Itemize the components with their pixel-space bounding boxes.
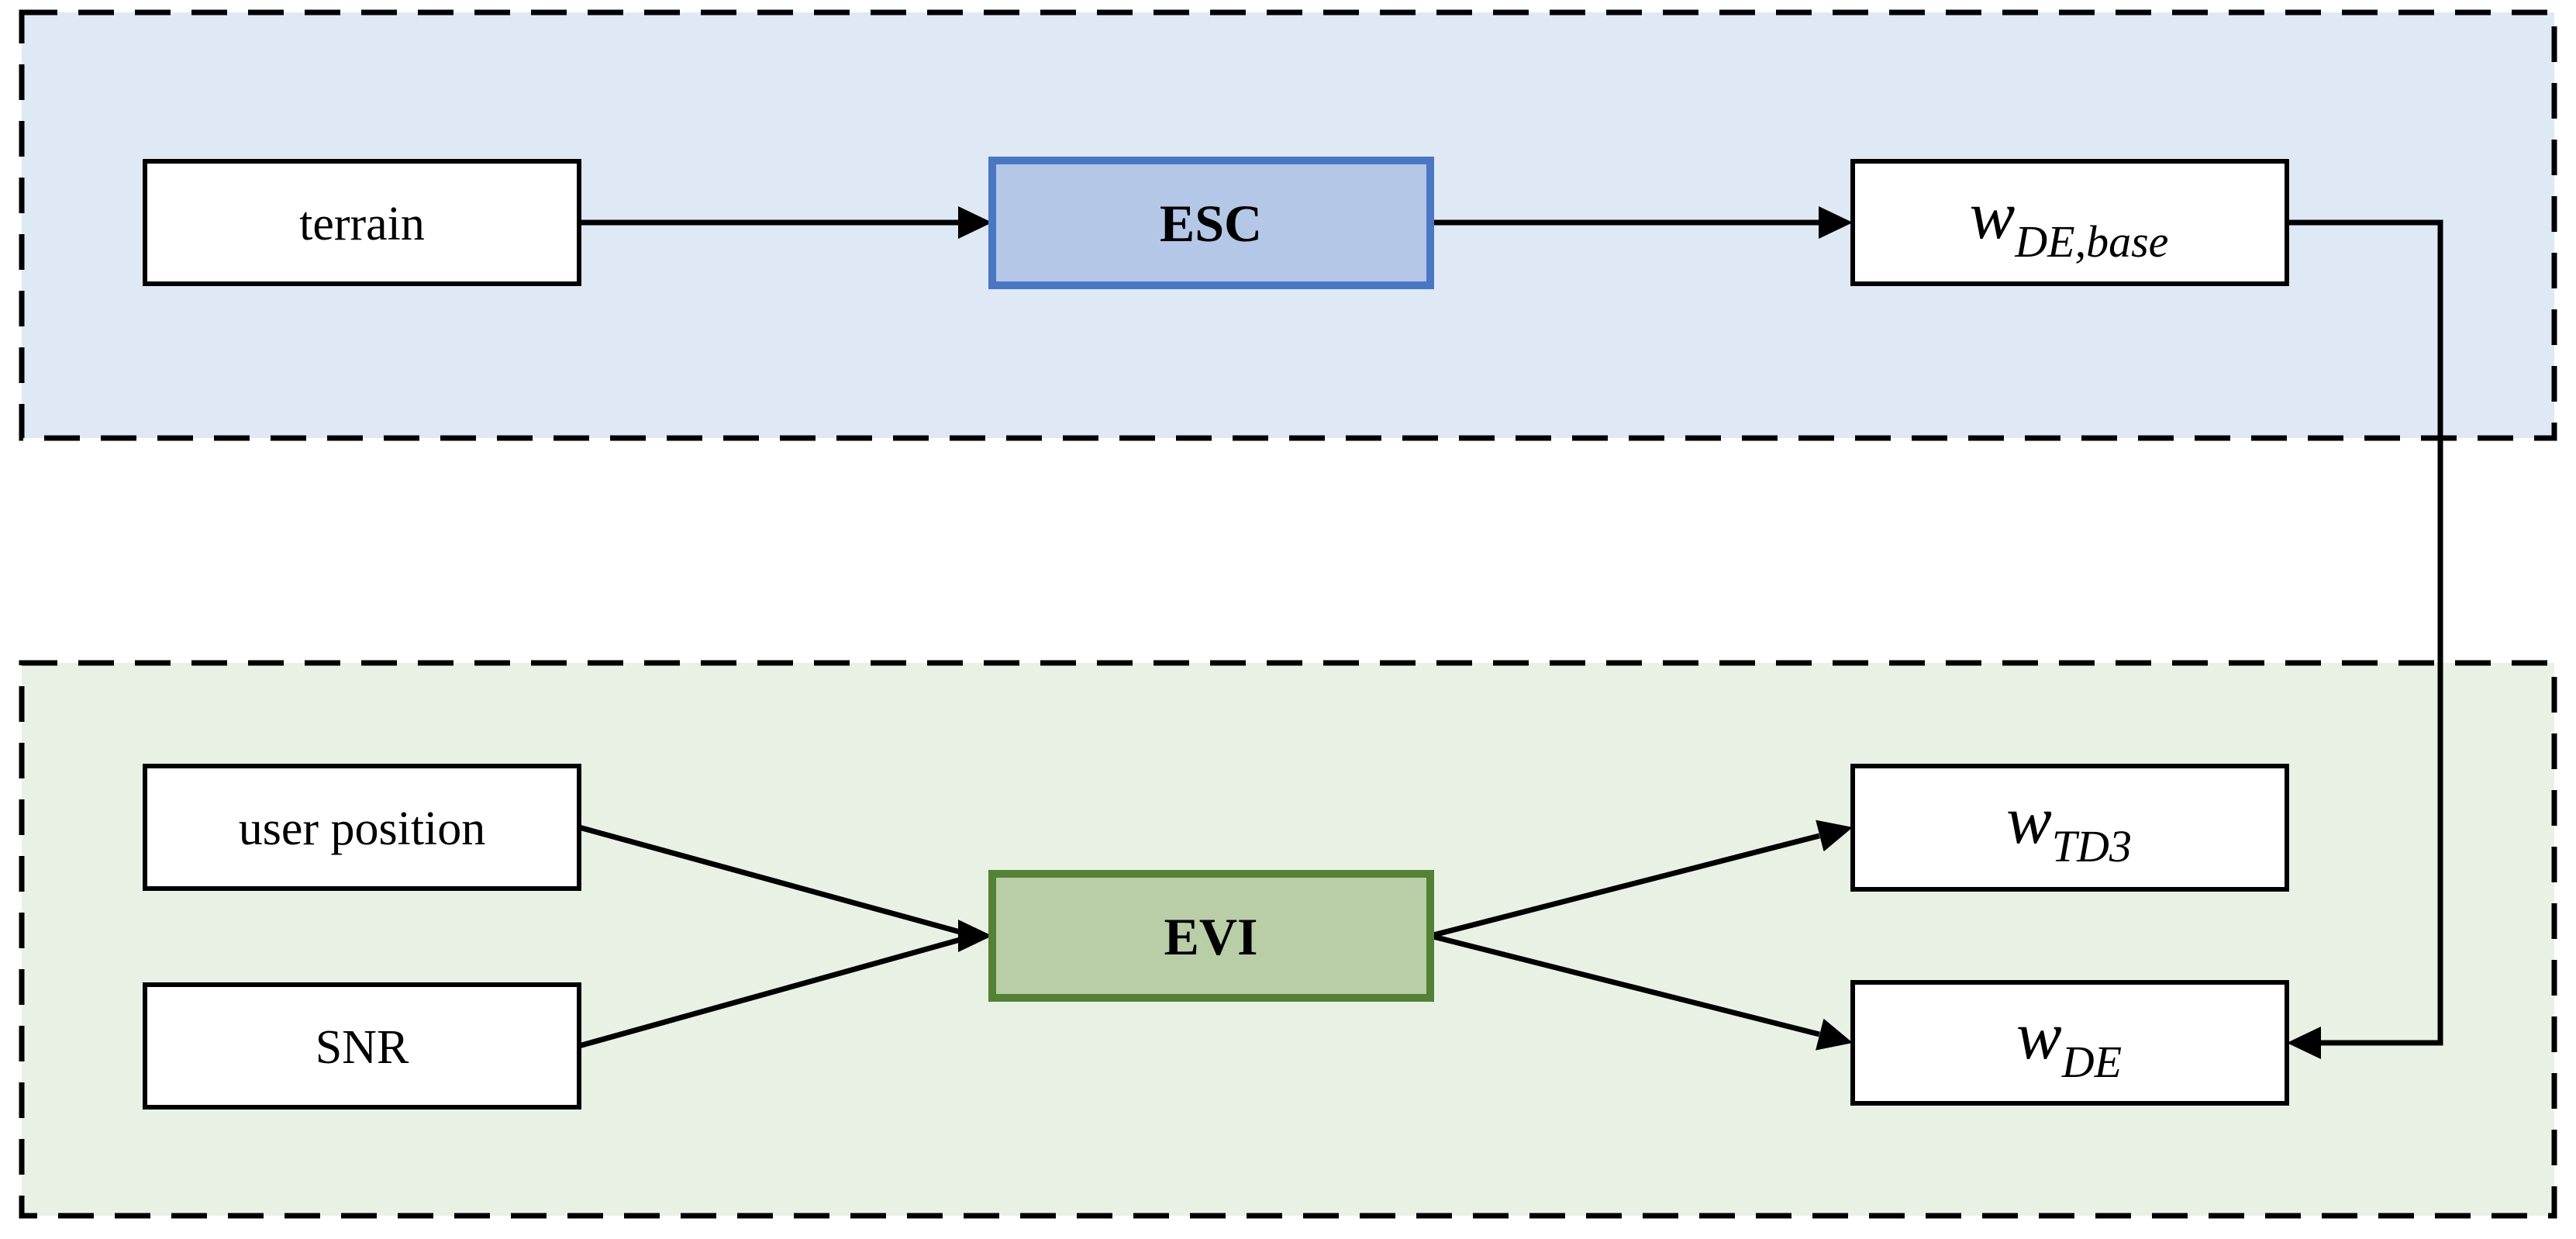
wtd3-box: wTD3 <box>1850 764 2289 892</box>
arrowhead-icon <box>1816 820 1853 852</box>
terrain-label: terrain <box>299 198 425 250</box>
arrow-snr-to-evi <box>578 936 964 1049</box>
esc-label: ESC <box>1160 194 1262 253</box>
snr-box: SNR <box>143 982 581 1110</box>
arrowhead-icon <box>958 206 992 239</box>
arrowhead-icon <box>1819 206 1853 239</box>
user-position-label: user position <box>239 802 486 855</box>
arrowhead-icon <box>958 920 992 952</box>
wdebase-box: wDE,base <box>1850 159 2289 286</box>
evi-label: EVI <box>1164 907 1258 966</box>
elbow-line <box>2287 219 2443 1046</box>
wtd3-box-rect <box>1850 764 2289 892</box>
arrowhead-icon <box>1816 1018 1853 1051</box>
terrain-box: terrain <box>143 159 581 286</box>
evi-box: EVI <box>988 870 1434 1002</box>
arrow-esc-to-wdebase <box>1430 206 1853 239</box>
wdebase-label: wDE,base <box>1970 178 2169 267</box>
evi-box-rect <box>988 870 1434 1002</box>
wtd3-label: wTD3 <box>2006 783 2132 871</box>
arrow-line <box>578 824 964 936</box>
arrow-userposition-to-evi <box>578 824 964 936</box>
esc-box: ESC <box>988 157 1434 289</box>
arrow-line <box>578 936 964 1049</box>
wde-box-rect <box>1850 980 2289 1106</box>
arrow-evi-to-wtd3 <box>1429 820 1853 939</box>
user-position-box-rect <box>143 764 581 891</box>
arrow-evi-to-wde <box>1429 933 1853 1051</box>
snr-label: SNR <box>316 1021 409 1074</box>
wde-box: wDE <box>1850 980 2289 1106</box>
arrow-line <box>1429 933 1820 1037</box>
arrowhead-icon <box>2287 1027 2321 1059</box>
user-position-box: user position <box>143 764 581 891</box>
wde-label: wDE <box>2016 999 2122 1087</box>
arrow-line <box>1429 833 1820 939</box>
arrow-wdebase-to-wde <box>2287 219 2443 1059</box>
terrain-box-rect <box>143 159 581 286</box>
esc-box-rect <box>988 157 1434 289</box>
arrow-terrain-to-esc <box>579 206 992 239</box>
snr-box-rect <box>143 982 581 1110</box>
wdebase-box-rect <box>1850 159 2289 286</box>
